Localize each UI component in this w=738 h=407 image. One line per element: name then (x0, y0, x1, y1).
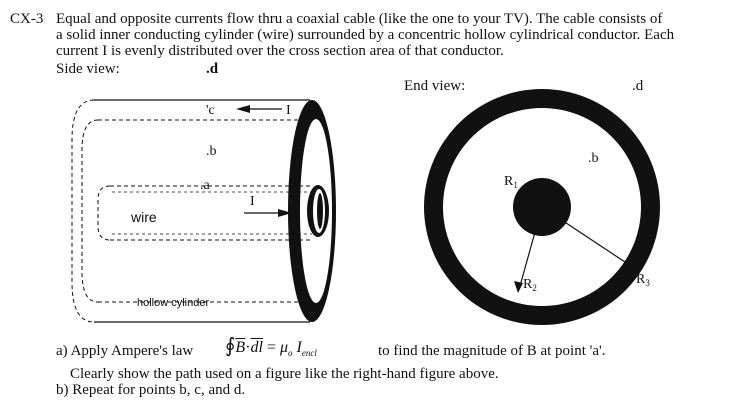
radius-r3-line (541, 206, 632, 267)
question-b: b) Repeat for points b, c, and d. (56, 382, 246, 398)
hollow-cylinder-label: hollow cylinder (137, 297, 209, 309)
side-point-b: .b (206, 144, 217, 159)
end-point-b: .b (588, 151, 599, 166)
contour-integral-icon: ∮ (225, 335, 236, 357)
question-a-suffix: to find the magnitude of B at point 'a'. (378, 343, 606, 359)
wire-end-core (317, 193, 323, 229)
radius-r2-arrowhead (514, 281, 523, 293)
equals-sign: = (266, 339, 277, 356)
mu-symbol: μ (280, 339, 289, 356)
ampere-law-formula: ∮B·dl = μo Iencl (225, 335, 317, 361)
dot-operator: · (245, 339, 251, 356)
problem-id: CX-3 (10, 11, 44, 27)
side-point-a: .a (200, 178, 211, 193)
vector-dl: dl (250, 339, 263, 356)
side-view-figure: 'c I .b .a I wire hollow cylinder (71, 99, 336, 323)
radius-r2-line (519, 206, 543, 287)
label-r1: R1 (504, 174, 518, 190)
outer-left-end (71, 99, 95, 323)
side-point-c: 'c (206, 103, 215, 118)
side-view-heading: Side view: (56, 61, 120, 77)
end-view-heading: End view: (404, 78, 466, 94)
current-subscript: encl (301, 348, 317, 359)
side-current-top-label: I (286, 103, 291, 118)
question-a-prefix: a) Apply Ampere's law (56, 343, 194, 359)
vector-b: B (235, 339, 246, 356)
outer-inner-left (81, 119, 99, 303)
problem-line-2: a solid inner conducting cylinder (wire)… (56, 27, 675, 43)
wire-left (97, 185, 111, 241)
side-point-d: .d (206, 61, 219, 77)
current-arrowhead-mid (278, 209, 292, 217)
end-point-d: .d (632, 78, 644, 94)
side-current-mid-label: I (250, 194, 255, 209)
mu-subscript: o (288, 348, 293, 359)
wire-label: wire (130, 209, 157, 225)
label-r2: R2 (523, 277, 537, 293)
question-a-line-2: Clearly show the path used on a figure l… (70, 366, 499, 382)
current-arrowhead-top (236, 105, 250, 113)
problem-line-1: Equal and opposite currents flow thru a … (56, 11, 663, 27)
problem-line-3: current I is evenly distributed over the… (56, 43, 504, 59)
label-r3: R3 (636, 272, 650, 288)
current-i: I (296, 339, 302, 356)
end-view-figure: .b R1 R2 R3 (424, 89, 660, 325)
